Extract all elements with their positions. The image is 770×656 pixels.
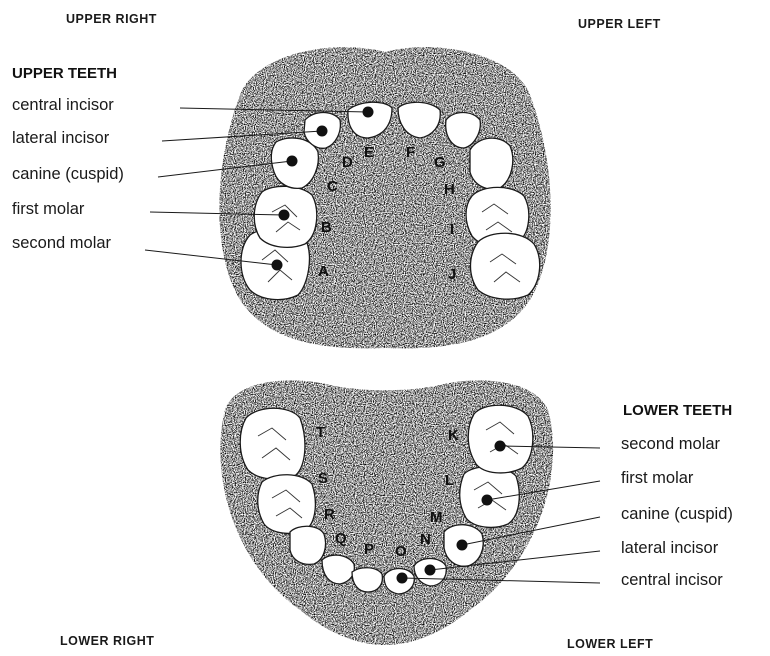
tooth-letter-C: C xyxy=(327,178,338,195)
upper-label-central-incisor: central incisor xyxy=(12,96,114,115)
lower-teeth-heading: LOWER TEETH xyxy=(623,402,732,419)
tooth-K xyxy=(468,405,533,473)
upper-label-second-molar: second molar xyxy=(12,234,111,253)
lower-label-second-molar: second molar xyxy=(621,435,720,454)
lower-right-label: LOWER RIGHT xyxy=(60,634,154,648)
upper-teeth-heading: UPPER TEETH xyxy=(12,65,117,82)
upper-label-lateral-incisor: lateral incisor xyxy=(12,129,109,148)
tooth-letter-S: S xyxy=(318,470,328,487)
upper-left-label: UPPER LEFT xyxy=(578,17,661,31)
tooth-letter-I: I xyxy=(450,221,454,238)
tooth-T xyxy=(240,408,305,479)
tooth-J xyxy=(471,233,540,299)
tooth-letter-B: B xyxy=(321,219,332,236)
tooth-letter-G: G xyxy=(434,154,446,171)
lower-label-first-molar: first molar xyxy=(621,469,693,488)
tooth-letter-Q: Q xyxy=(335,530,347,547)
tooth-letter-D: D xyxy=(342,154,353,171)
tooth-H xyxy=(470,138,513,189)
tooth-letter-K: K xyxy=(448,427,459,444)
tooth-letter-H: H xyxy=(444,181,455,198)
upper-label-first-molar: first molar xyxy=(12,200,84,219)
tooth-letter-T: T xyxy=(316,424,325,441)
tooth-S xyxy=(258,475,316,534)
upper-label-canine: canine (cuspid) xyxy=(12,165,124,184)
tooth-letter-E: E xyxy=(364,144,374,161)
lower-label-central-incisor: central incisor xyxy=(621,571,723,590)
tooth-letter-J: J xyxy=(448,266,456,283)
tooth-letter-M: M xyxy=(430,509,443,526)
tooth-letter-P: P xyxy=(364,541,374,558)
tooth-letter-A: A xyxy=(318,263,329,280)
upper-right-label: UPPER RIGHT xyxy=(66,12,157,26)
lower-label-lateral-incisor: lateral incisor xyxy=(621,539,718,558)
lower-left-label: LOWER LEFT xyxy=(567,637,653,651)
tooth-letter-L: L xyxy=(445,472,454,489)
lower-label-canine: canine (cuspid) xyxy=(621,505,733,524)
tooth-letter-F: F xyxy=(406,144,415,161)
tooth-letter-O: O xyxy=(395,543,407,560)
tooth-letter-R: R xyxy=(324,506,335,523)
tooth-R xyxy=(290,526,326,564)
tooth-letter-N: N xyxy=(420,531,431,548)
